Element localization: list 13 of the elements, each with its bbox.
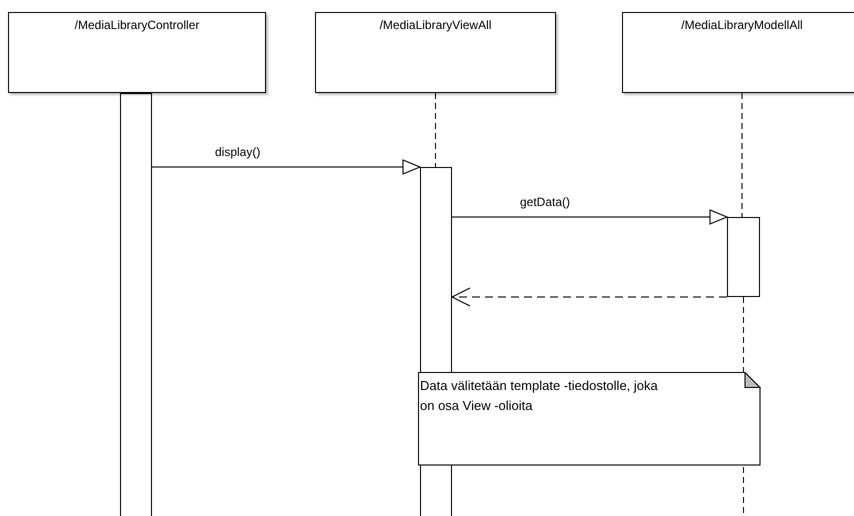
lifeline-header: /MediaLibraryController	[8, 12, 266, 93]
note-text: Data välitetään template -tiedostolle, joka on osa View -olioita	[420, 377, 659, 415]
message-label: getData()	[520, 195, 570, 209]
note	[418, 372, 761, 466]
lifeline	[435, 92, 436, 168]
return-arrow	[452, 288, 728, 306]
message-arrow	[452, 210, 728, 224]
activation-bar	[727, 217, 760, 297]
activation-bar	[120, 93, 152, 516]
lifeline-header: /MediaLibraryViewAll	[315, 12, 556, 93]
message-arrow	[152, 160, 420, 174]
message-label: display()	[215, 145, 260, 159]
lifeline-header: /MediaLibraryModellAll	[622, 12, 854, 93]
